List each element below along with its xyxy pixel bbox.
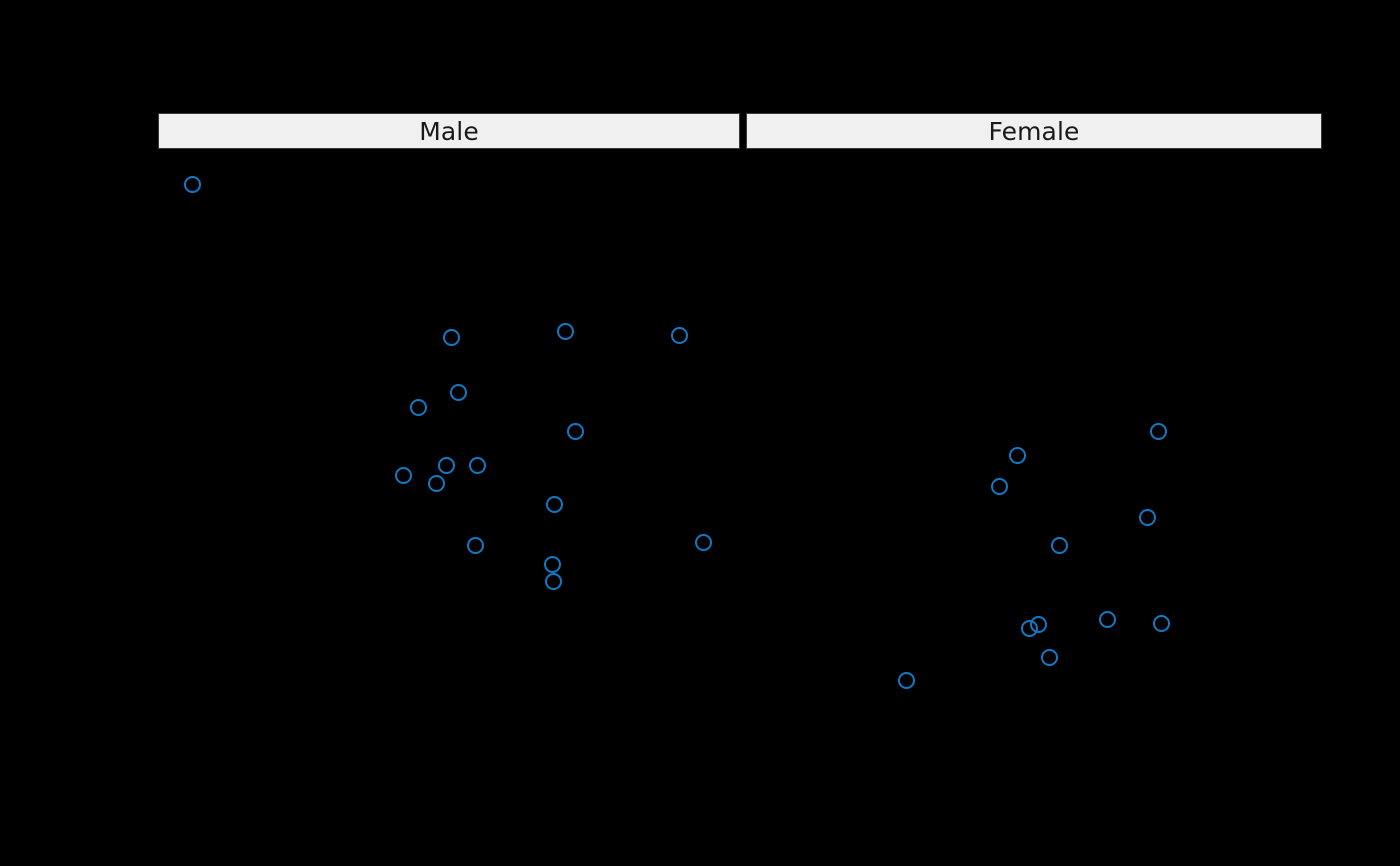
data-point-male-2[interactable]: [556, 322, 574, 340]
data-point-female-10[interactable]: [897, 671, 915, 689]
data-point-female-8[interactable]: [1152, 614, 1170, 632]
data-point-female-7[interactable]: [1098, 610, 1116, 628]
data-point-male-8[interactable]: [437, 456, 455, 474]
data-point-male-15[interactable]: [544, 572, 562, 590]
data-point-male-6[interactable]: [566, 422, 584, 440]
data-point-male-0[interactable]: [183, 175, 201, 193]
data-point-female-4[interactable]: [1050, 536, 1068, 554]
data-point-male-1[interactable]: [442, 328, 460, 346]
panel-strip-female[interactable]: Female: [746, 113, 1322, 149]
data-point-male-9[interactable]: [427, 474, 445, 492]
panel-strip-divider: [740, 113, 746, 149]
data-point-female-0[interactable]: [1149, 422, 1167, 440]
data-point-female-6[interactable]: [1029, 615, 1047, 633]
data-point-male-5[interactable]: [409, 398, 427, 416]
panel-strip-row: Male Female: [158, 113, 1322, 149]
data-point-male-13[interactable]: [694, 533, 712, 551]
data-point-male-3[interactable]: [670, 326, 688, 344]
data-point-male-7[interactable]: [394, 466, 412, 484]
data-point-male-10[interactable]: [468, 456, 486, 474]
data-point-male-4[interactable]: [449, 383, 467, 401]
data-point-male-11[interactable]: [545, 495, 563, 513]
data-point-female-9[interactable]: [1040, 648, 1058, 666]
data-point-female-2[interactable]: [990, 477, 1008, 495]
panel-strip-female-label: Female: [988, 116, 1080, 146]
panel-strip-male-label: Male: [419, 116, 479, 146]
panel-strip-male[interactable]: Male: [158, 113, 740, 149]
data-point-female-1[interactable]: [1008, 446, 1026, 464]
data-point-male-14[interactable]: [543, 555, 561, 573]
data-point-female-3[interactable]: [1138, 508, 1156, 526]
data-point-male-12[interactable]: [466, 536, 484, 554]
